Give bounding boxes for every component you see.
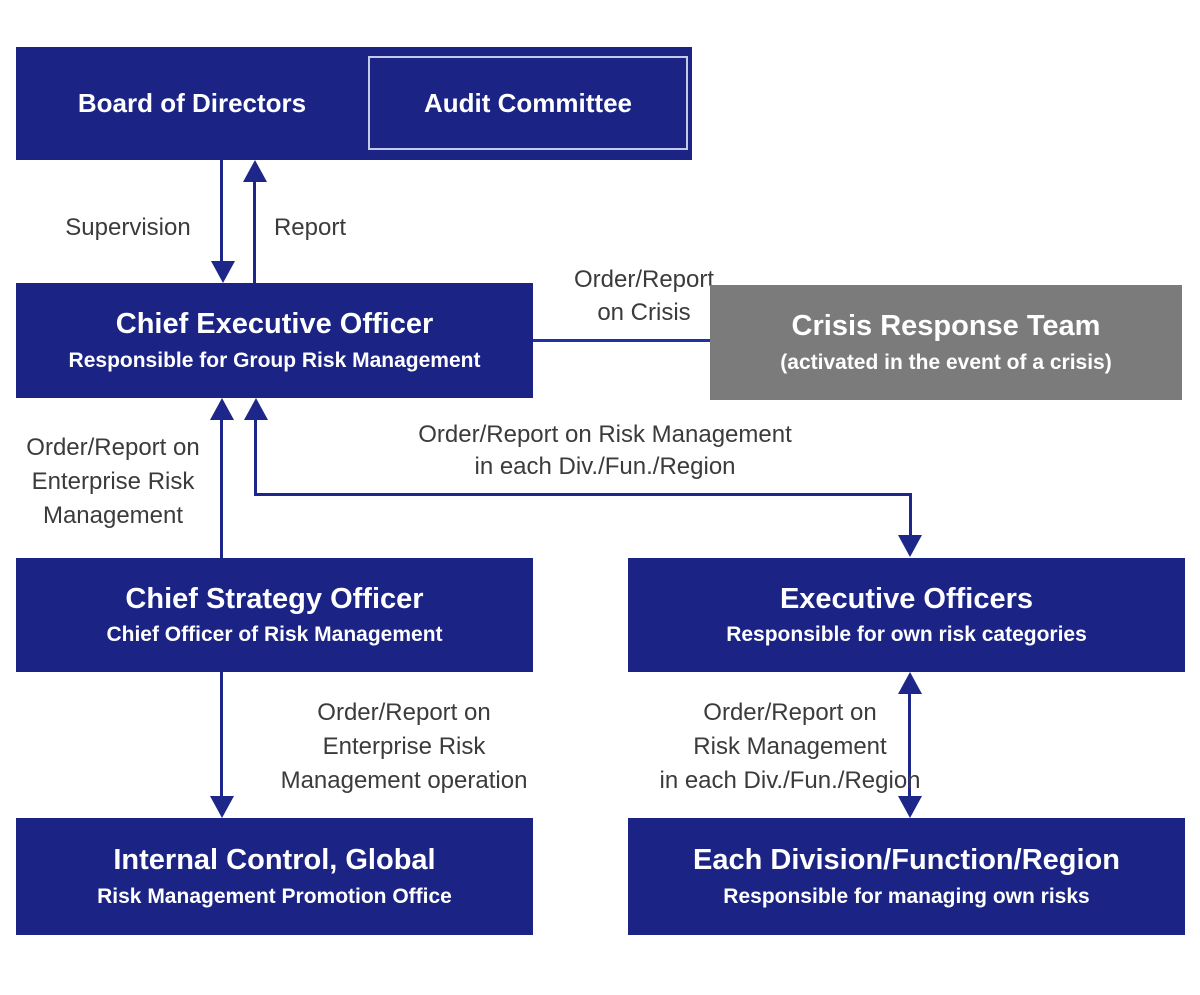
each-division-box: Each Division/Function/Region Responsibl… (628, 818, 1185, 935)
supervision-arrow-line (220, 160, 223, 262)
cso-to-ceo-arrow-line (220, 419, 223, 558)
executive-officers-box: Executive Officers Responsible for own r… (628, 558, 1185, 672)
board-of-directors-label: Board of Directors (77, 88, 307, 118)
supervision-arrowhead-down (211, 261, 235, 283)
erm-operation-label: Order/Report on Enterprise Risk Manageme… (280, 699, 528, 794)
exec-to-ceo-vertical-left (254, 419, 257, 496)
internal-control-title: Internal Control, Global (113, 844, 436, 876)
report-label: Report (273, 214, 347, 241)
ceo-subtitle: Responsible for Group Risk Management (68, 348, 481, 372)
exec-to-division-arrowhead-down (898, 796, 922, 818)
internal-control-box: Internal Control, Global Risk Management… (16, 818, 533, 935)
cso-to-internal-arrow-line (220, 672, 223, 797)
report-arrowhead-up (243, 160, 267, 182)
internal-control-subtitle: Risk Management Promotion Office (97, 884, 452, 908)
exec-to-ceo-horizontal (254, 493, 912, 496)
cso-title: Chief Strategy Officer (125, 582, 424, 615)
risk-mgmt-link-label: Order/Report on Risk Management in each … (418, 421, 792, 480)
ceo-to-exec-vertical-right (909, 493, 912, 537)
crisis-team-subtitle: (activated in the event of a crisis) (780, 350, 1112, 374)
executive-officers-title: Executive Officers (779, 582, 1034, 615)
division-link-label: Order/Report on Risk Management in each … (659, 699, 921, 794)
cso-to-internal-arrowhead-down (210, 796, 234, 818)
crisis-response-team-box: Crisis Response Team (activated in the e… (710, 285, 1182, 400)
erm-up-label: Order/Report on Enterprise Risk Manageme… (26, 434, 200, 529)
ceo-to-exec-arrowhead-down (898, 535, 922, 557)
each-division-title: Each Division/Function/Region (693, 844, 1120, 876)
exec-to-ceo-arrowhead-up (244, 398, 268, 420)
order-report-on-crisis-label: Order/Report on Crisis (573, 266, 715, 326)
supervision-label: Supervision (65, 214, 191, 241)
each-division-subtitle: Responsible for managing own risks (723, 884, 1090, 908)
report-arrow-line (253, 181, 256, 283)
ceo-title: Chief Executive Officer (115, 308, 434, 340)
audit-committee-box: Audit Committee (368, 56, 688, 150)
crisis-team-title: Crisis Response Team (791, 310, 1101, 342)
crisis-link-line (533, 339, 710, 342)
executive-officers-subtitle: Responsible for own risk categories (726, 623, 1087, 647)
cso-subtitle: Chief Officer of Risk Management (106, 623, 443, 647)
cso-box: Chief Strategy Officer Chief Officer of … (16, 558, 533, 672)
cso-to-ceo-arrowhead-up (210, 398, 234, 420)
exec-division-arrow-line (908, 693, 911, 797)
board-of-directors-box: Board of Directors Audit Committee (16, 47, 692, 160)
division-to-exec-arrowhead-up (898, 672, 922, 694)
ceo-box: Chief Executive Officer Responsible for … (16, 283, 533, 398)
